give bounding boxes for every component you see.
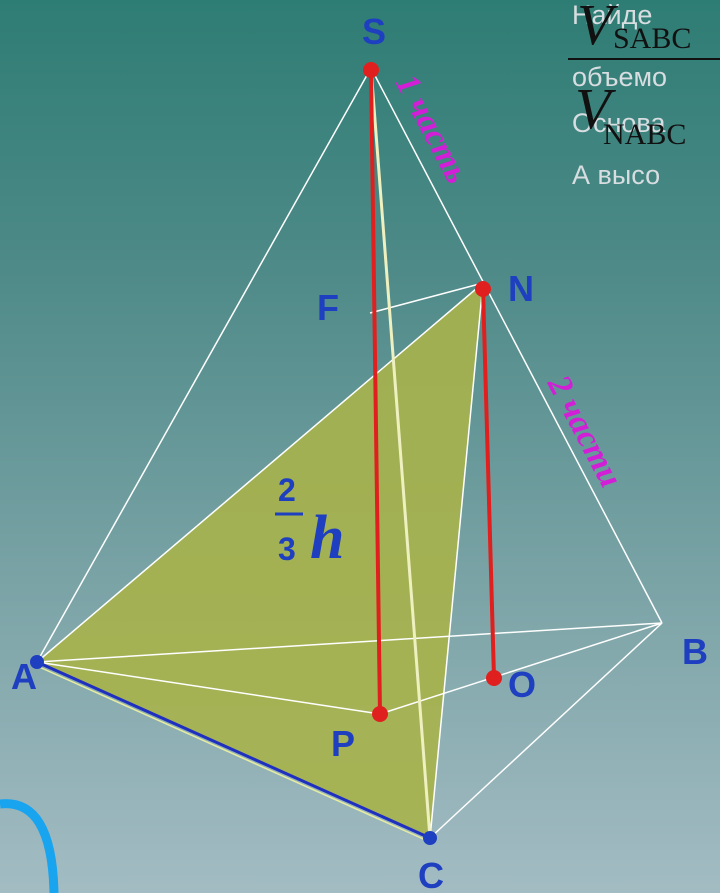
label-n: N xyxy=(508,268,534,309)
section-face-anc xyxy=(37,283,483,838)
edge-sc xyxy=(369,67,432,839)
edge-sb xyxy=(370,67,663,624)
segment-ap xyxy=(36,661,381,715)
pyramid-edges xyxy=(36,67,663,839)
point-a xyxy=(30,655,44,669)
height-fraction-label: 2 3 h xyxy=(275,472,344,572)
label-b: B xyxy=(682,631,708,672)
fraction-denominator: 3 xyxy=(278,531,296,567)
label-c: C xyxy=(418,855,444,893)
edge-bc xyxy=(429,622,663,839)
label-p: P xyxy=(331,723,355,764)
formula-den-sub: NABC xyxy=(603,118,686,151)
point-n xyxy=(475,281,491,297)
edge-sa xyxy=(36,67,372,663)
segment-an xyxy=(36,282,484,663)
fraction-numerator: 2 xyxy=(278,472,296,508)
edge-ac-highlight xyxy=(36,665,431,843)
point-o xyxy=(486,670,502,686)
edge-ac xyxy=(36,660,431,840)
point-s xyxy=(363,62,379,78)
height-sp xyxy=(369,69,382,715)
text-line-3: Основа xyxy=(572,108,666,138)
decorative-arc xyxy=(0,799,59,893)
fraction-variable: h xyxy=(310,504,344,572)
label-a: A xyxy=(11,656,37,697)
point-c xyxy=(423,831,437,845)
formula-num-sub: SABC xyxy=(613,22,691,55)
text-line-2: объемо xyxy=(572,62,667,92)
label-o: O xyxy=(508,664,536,705)
formula-num-letter: V xyxy=(577,0,619,57)
segment-nc xyxy=(429,282,484,839)
segment-pb xyxy=(379,622,663,715)
height-no xyxy=(481,288,496,679)
text-line-1: Найде xyxy=(572,0,652,30)
text-line-4: А высо xyxy=(572,160,660,190)
label-one-part: 1 часть xyxy=(388,68,476,189)
label-s: S xyxy=(362,11,386,52)
text-block: Найде объемо Основа А высо xyxy=(572,0,667,190)
formula-den-letter: V xyxy=(575,76,617,141)
label-f: F xyxy=(317,287,339,328)
volume-ratio-formula: V SABC V NABC xyxy=(568,0,720,151)
point-p xyxy=(372,706,388,722)
edge-ab xyxy=(36,622,663,663)
